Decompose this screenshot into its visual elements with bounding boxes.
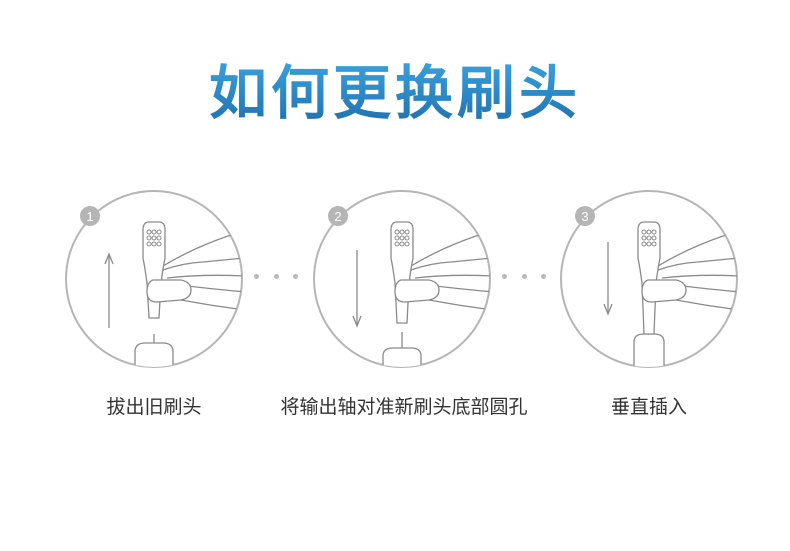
step-1-illustration: 1 — [63, 188, 245, 370]
step-3-number: 3 — [581, 209, 588, 224]
step-1-caption: 拔出旧刷头 — [106, 396, 202, 418]
step-3-caption: 垂直插入 — [610, 396, 687, 418]
step-1-number: 1 — [86, 209, 93, 224]
step-2-number: 2 — [334, 209, 341, 224]
step-2-illustration: 2 — [311, 188, 493, 370]
step-2-caption: 将输出轴对准新刷头底部圆孔 — [280, 396, 528, 418]
step-3-illustration: 3 — [558, 188, 740, 370]
step-connector-dots — [254, 270, 298, 282]
page-title: 如何更换刷头 — [0, 58, 790, 128]
step-connector-dots — [502, 270, 546, 282]
